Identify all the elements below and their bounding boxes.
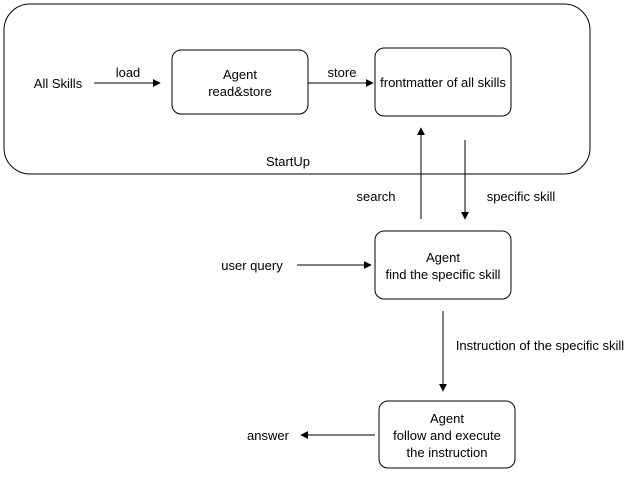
agent-read-store-line2: read&store: [208, 84, 272, 99]
specific-skill-edge-label: specific skill: [487, 189, 556, 204]
user-query-label: user query: [221, 258, 283, 273]
frontmatter-node-label: frontmatter of all skills: [380, 75, 506, 90]
agent-follow-execute-line3: the instruction: [407, 445, 488, 460]
agent-follow-execute-node: [378, 400, 516, 469]
frontmatter-node: [374, 47, 512, 117]
startup-group-label: StartUp: [266, 154, 310, 169]
store-edge-label: store: [328, 65, 357, 80]
agent-find-skill-line2: find the specific skill: [386, 267, 501, 282]
agent-read-store-node: [171, 49, 309, 115]
answer-label: answer: [247, 428, 290, 443]
agent-find-skill-node: [374, 230, 512, 300]
agent-follow-execute-line1: Agent: [430, 411, 464, 426]
agent-read-store-line1: Agent: [223, 67, 257, 82]
load-edge-label: load: [116, 65, 141, 80]
agent-find-skill-line1: Agent: [426, 250, 460, 265]
instruction-edge-label: Instruction of the specific skill: [456, 338, 624, 353]
agent-follow-execute-line2: follow and execute: [393, 428, 501, 443]
all-skills-label: All Skills: [34, 76, 83, 91]
search-edge-label: search: [356, 189, 395, 204]
